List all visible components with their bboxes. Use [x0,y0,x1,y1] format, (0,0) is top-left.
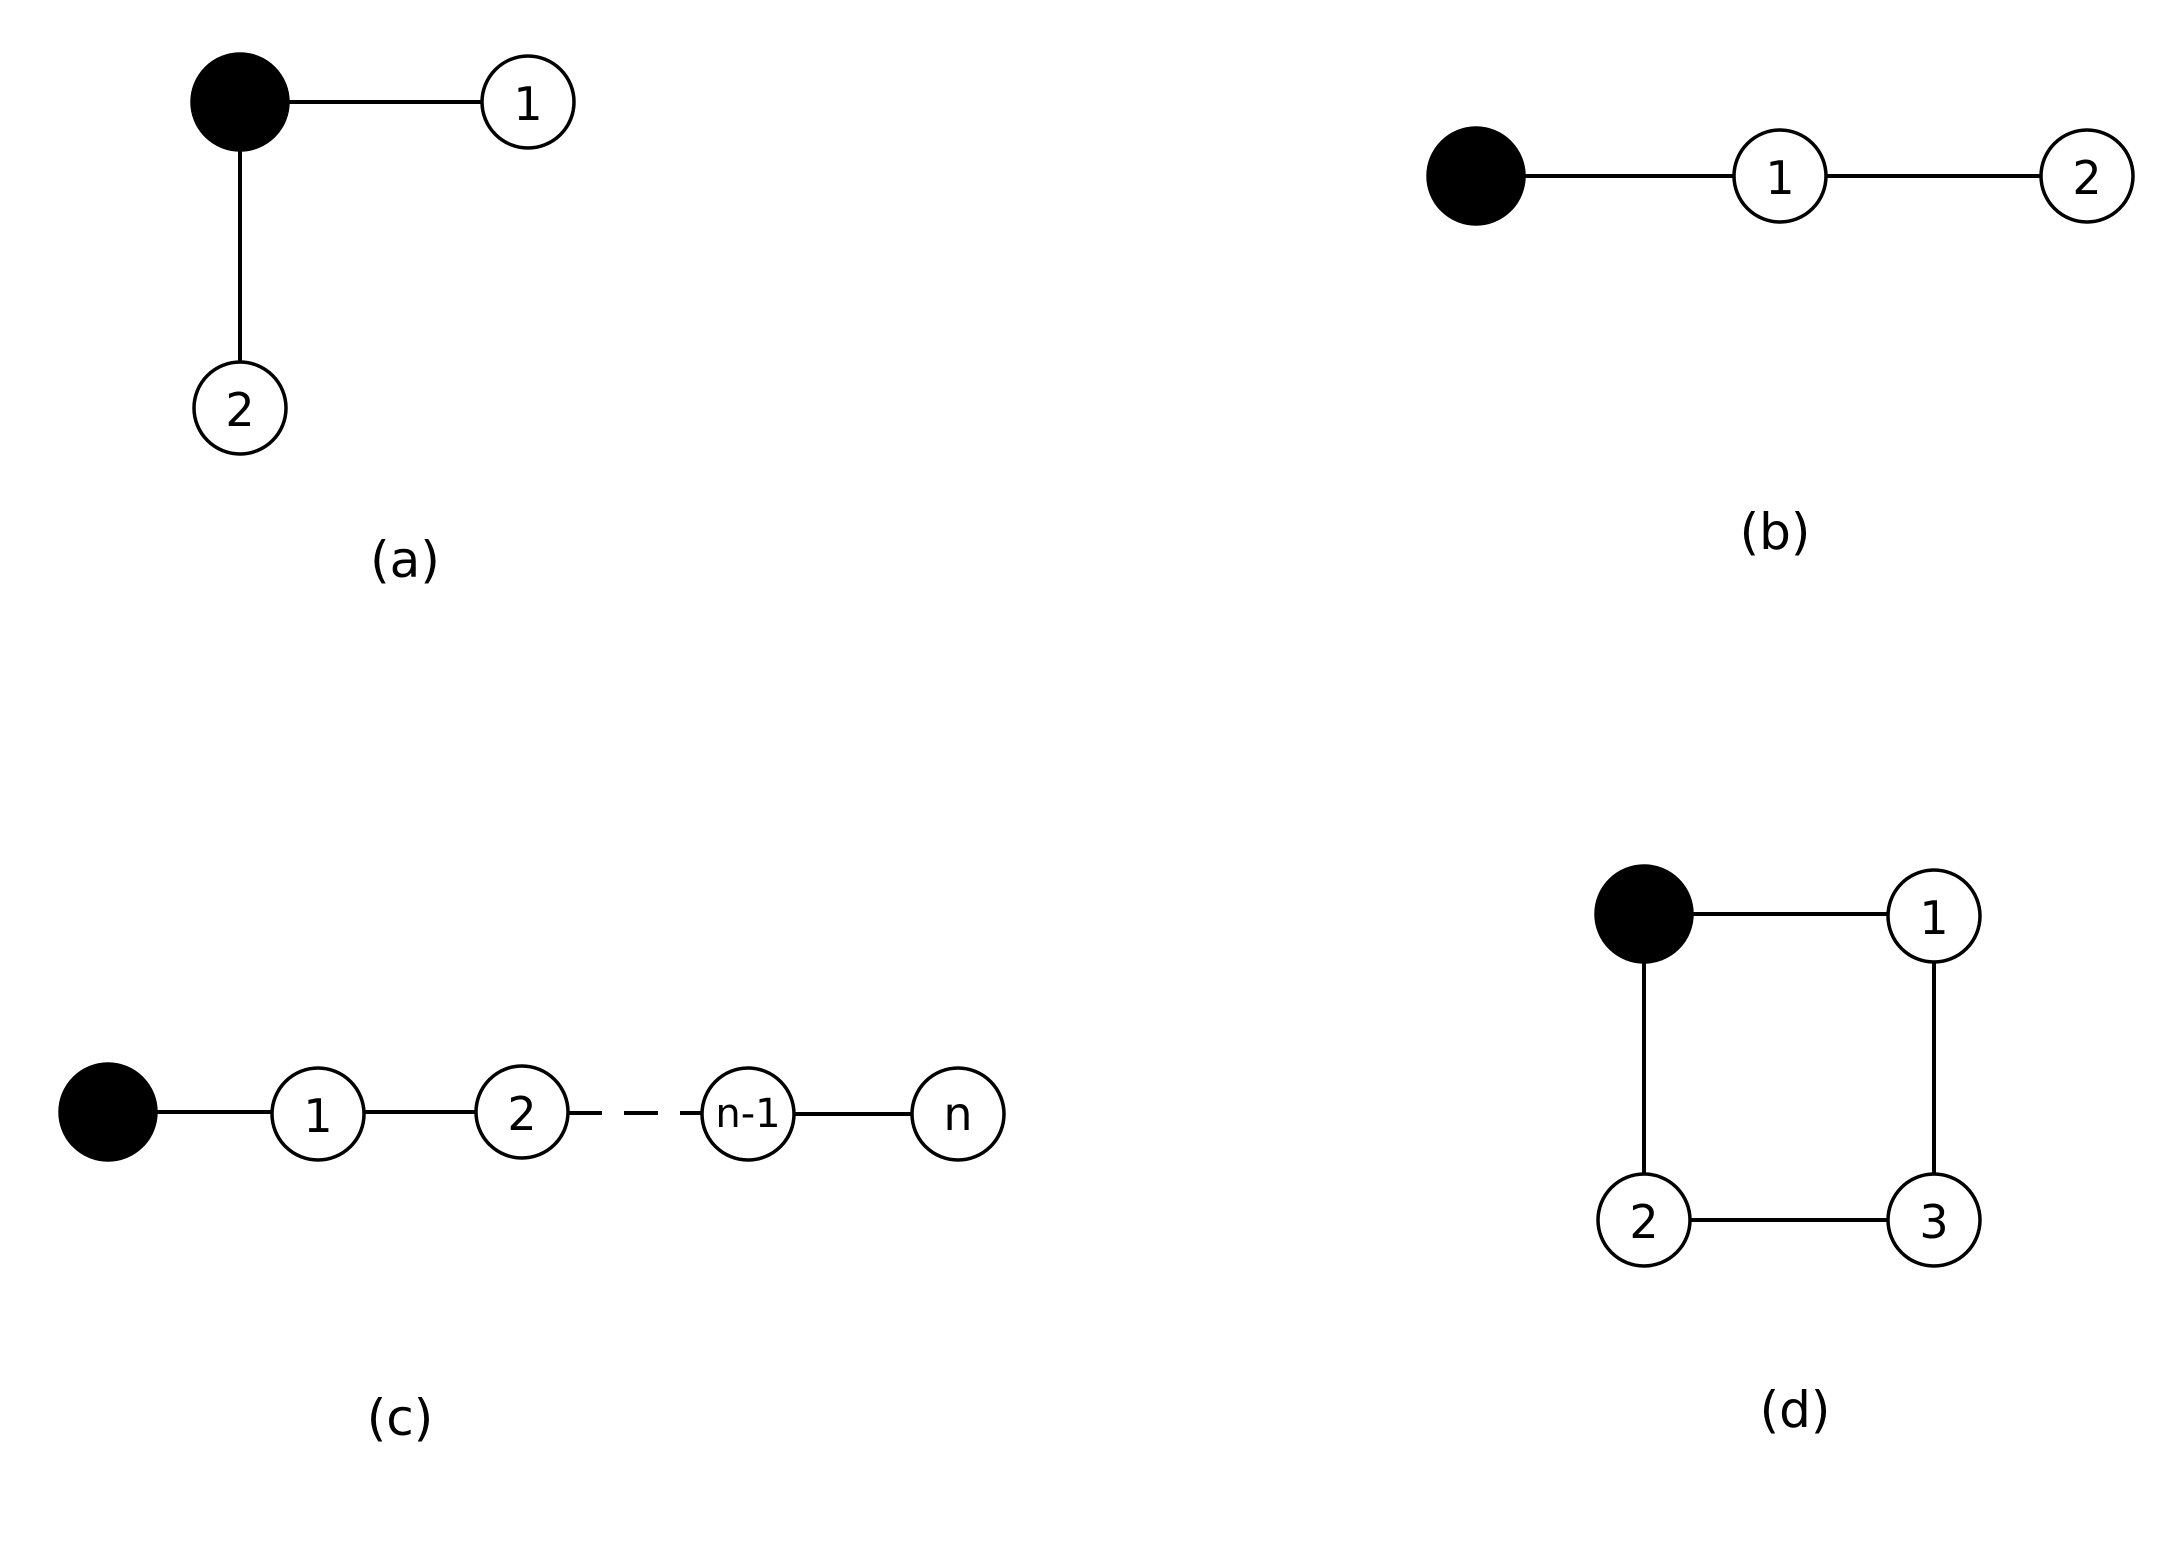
root-node-d [1594,864,1694,964]
node-d-3-label: 3 [1919,1195,1948,1249]
panel-d: 1 2 3 (d) [1594,864,1982,1439]
root-node-a [190,52,290,152]
node-c-2 [474,1064,570,1160]
node-c-n-minus-1-label: n-1 [715,1091,780,1137]
root-node-b [1426,126,1526,226]
node-c-n [910,1066,1006,1162]
node-a-1 [480,54,576,150]
panel-b: 1 2 (b) [1426,126,2135,561]
node-c-1 [270,1066,366,1162]
node-a-2 [192,360,288,456]
node-d-1-label: 1 [1919,891,1948,945]
node-d-1 [1886,868,1982,964]
panel-a: 1 2 (a) [190,52,576,589]
node-c-n-label: n [943,1087,972,1141]
node-d-3 [1886,1172,1982,1268]
caption-c: (c) [367,1389,434,1447]
node-d-2 [1596,1172,1692,1268]
node-c-n-minus-1 [700,1066,796,1162]
node-c-1-label: 1 [303,1089,332,1143]
node-b-2 [2039,128,2135,224]
caption-d: (d) [1760,1381,1831,1439]
panel-c: 1 2 n-1 n (c) [58,1062,1006,1447]
node-d-2-label: 2 [1629,1195,1658,1249]
node-b-1-label: 1 [1765,151,1794,205]
caption-b: (b) [1740,503,1811,561]
root-node-c [58,1062,158,1162]
node-b-2-label: 2 [2072,151,2101,205]
node-b-1 [1732,128,1828,224]
node-c-2-label: 2 [507,1087,536,1141]
node-a-2-label: 2 [225,383,254,437]
caption-a: (a) [370,531,440,589]
node-a-1-label: 1 [513,77,542,131]
